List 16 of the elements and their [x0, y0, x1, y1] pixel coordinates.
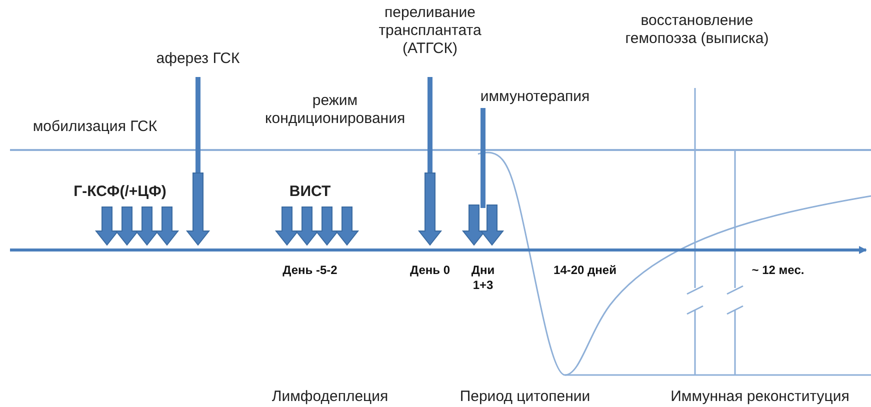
- phase-label: Иммунная реконституция: [670, 388, 850, 406]
- duration-label: 14-20 дней: [554, 263, 616, 278]
- phase-label: Период цитопении: [460, 388, 590, 406]
- day-label: Дни 1+3: [470, 263, 496, 293]
- event-label: восстановление гемопоэза (выписка): [624, 12, 770, 48]
- phase-label: Лимфодеплеция: [272, 388, 388, 406]
- event-label: переливание трансплантата (АТГСК): [378, 4, 482, 58]
- day-label: День -5-2: [282, 263, 338, 278]
- drug-label: ВИСТ: [289, 183, 331, 201]
- drug-label: Г-КСФ(/+ЦФ): [74, 183, 166, 201]
- event-label: мобилизация ГСК: [32, 118, 158, 136]
- event-label: аферез ГСК: [156, 50, 240, 68]
- event-label: режим кондиционирования: [265, 92, 405, 128]
- duration-label: ~ 12 мес.: [752, 263, 804, 278]
- day-label: День 0: [410, 263, 450, 278]
- event-label: иммунотерапия: [480, 88, 590, 106]
